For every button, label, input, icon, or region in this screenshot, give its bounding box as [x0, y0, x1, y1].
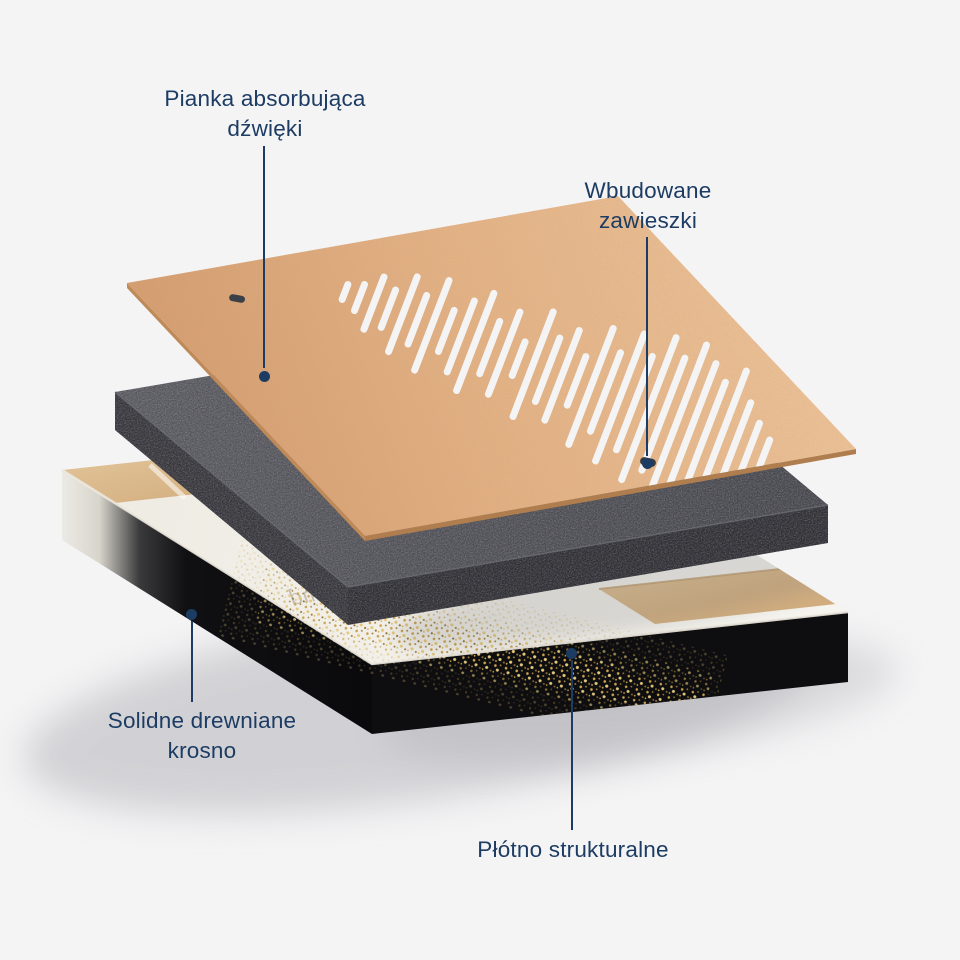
- soundwave-slots: [338, 273, 774, 506]
- callout-frame-label: Solidne drewniane krosno: [52, 706, 352, 766]
- board-layer: [127, 196, 856, 541]
- callout-foam-label: Pianka absorbująca dźwięki: [115, 84, 415, 144]
- callout-canvas-label: Płótno strukturalne: [423, 835, 723, 865]
- callout-hangers-label: Wbudowane zawieszki: [498, 176, 798, 236]
- hanger-mark-left: [229, 294, 246, 303]
- canvas-side-left: [62, 470, 372, 734]
- foam-edge-highlight: [114, 391, 829, 588]
- callout-foam-dot: [259, 371, 270, 382]
- callout-frame-dot: [186, 609, 197, 620]
- callout-hangers-line1: Wbudowane: [584, 178, 712, 203]
- callout-foam-line1: Pianka absorbująca: [164, 86, 366, 111]
- callout-hangers-leader: [646, 237, 648, 456]
- board-texture: [127, 196, 856, 536]
- board-edge-left: [127, 283, 365, 541]
- callout-canvas-dot: [566, 648, 577, 659]
- callout-foam-line2: dźwięki: [227, 116, 303, 141]
- callout-hangers-line2: zawieszki: [598, 208, 698, 233]
- callout-hangers-dot: [642, 458, 653, 469]
- callout-frame-line2: krosno: [167, 738, 237, 763]
- callout-frame-line1: Solidne drewniane: [107, 708, 297, 733]
- canvas-fold-edge: [61, 468, 849, 666]
- callout-frame-leader: [191, 621, 193, 702]
- wood-highlight: [148, 463, 187, 500]
- board-edge-right: [365, 449, 856, 541]
- callout-canvas-leader: [571, 660, 573, 830]
- callout-foam-leader: [263, 146, 265, 368]
- callout-canvas-line1: Płótno strukturalne: [477, 837, 669, 862]
